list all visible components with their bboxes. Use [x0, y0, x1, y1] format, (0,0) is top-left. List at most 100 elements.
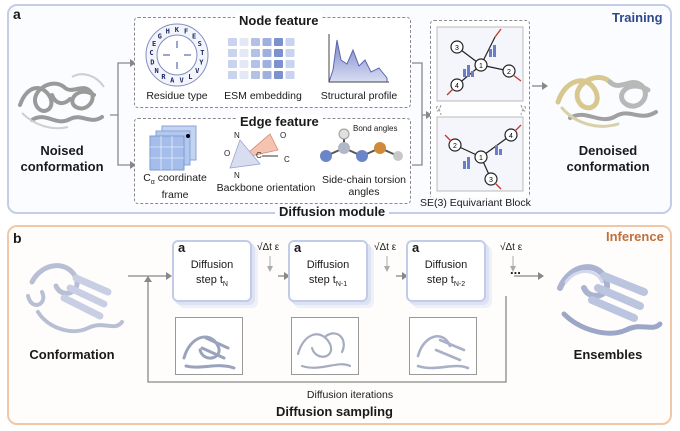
- residue-letter: C: [149, 49, 153, 57]
- embedding-cell: [251, 49, 260, 57]
- residue-letter: K: [175, 26, 180, 34]
- diffusion-module-label: Diffusion module: [275, 204, 390, 219]
- node-item-esm-embedding: ESM embedding: [224, 90, 302, 102]
- noise-arrows: [267, 256, 516, 272]
- training-title: Training: [612, 10, 663, 25]
- embedding-cell: [285, 60, 295, 68]
- residue-letter: T: [200, 49, 204, 57]
- svg-text:1: 1: [479, 155, 483, 162]
- ellipsis: ...: [510, 262, 521, 277]
- residue-letter: F: [184, 28, 188, 36]
- node-feature-title: Node feature: [235, 13, 323, 28]
- noise-label-1: √Δt ε: [257, 242, 280, 253]
- svg-text:1: 1: [479, 63, 483, 70]
- embedding-cell: [285, 38, 295, 46]
- step-n-tag: a: [178, 240, 186, 255]
- residue-letter: A: [170, 77, 175, 85]
- svg-text:C: C: [256, 151, 262, 160]
- embedding-cell: [285, 71, 295, 79]
- embedding-cell: [262, 71, 272, 79]
- thumbnail-step-n-2: [409, 317, 477, 375]
- ensembles-label: Ensembles: [573, 347, 643, 362]
- embedding-cell: [239, 60, 249, 68]
- embedding-cell: [251, 38, 260, 46]
- svg-text:O: O: [224, 149, 230, 158]
- input-split-arrows: [110, 59, 136, 169]
- feature-merge-arrows: [412, 62, 432, 166]
- embedding-cell: [239, 49, 249, 57]
- step-n-2-tag: a: [412, 240, 420, 255]
- residue-letter: V: [180, 77, 185, 85]
- embedding-cell: [274, 60, 283, 68]
- residue-letter: E: [152, 40, 156, 48]
- ensembles-protein-image: [557, 264, 663, 336]
- svg-text:4: 4: [509, 133, 513, 140]
- embedding-cell: [228, 60, 237, 68]
- embedding-cell: [285, 49, 295, 57]
- svg-text:4: 4: [455, 83, 459, 90]
- diffusion-iterations-label: Diffusion iterations: [306, 389, 394, 401]
- embedding-cell: [262, 38, 272, 46]
- noise-label-3: √Δt ε: [500, 242, 523, 253]
- residue-letter: L: [188, 73, 192, 81]
- thumbnail-step-n: [175, 317, 243, 375]
- residue-letter: S: [198, 40, 202, 48]
- structural-profile-icon: [328, 34, 389, 83]
- diffusion-step-n: [172, 240, 252, 302]
- residue-letter: E: [192, 33, 196, 41]
- conformation-label: Conformation: [29, 347, 115, 362]
- embedding-cell: [228, 49, 237, 57]
- embedding-cell: [262, 49, 272, 57]
- panel-b-label: b: [13, 230, 22, 246]
- panel-a-label: a: [13, 6, 21, 22]
- residue-letter: G: [158, 33, 162, 41]
- residue-letter: V: [195, 67, 200, 75]
- sidechain-torsion-icon: [320, 128, 403, 162]
- sampling-flow-arrows: [128, 272, 544, 383]
- noise-label-2: √Δt ε: [374, 242, 397, 253]
- coordinate-frame-icon: [149, 125, 197, 171]
- input-protein-image: [26, 263, 124, 334]
- svg-text:O: O: [280, 131, 286, 140]
- embedding-cell: [274, 71, 283, 79]
- embedding-cell: [251, 60, 260, 68]
- residue-letter: Y: [199, 59, 204, 67]
- inference-title: Inference: [606, 229, 664, 244]
- embedding-cell: [228, 38, 237, 46]
- output-arrow: [532, 82, 548, 90]
- embedding-cell: [262, 60, 272, 68]
- edge-feature-title: Edge feature: [236, 114, 323, 129]
- edge-item-backbone-orientation: Backbone orientation: [216, 182, 316, 194]
- diffusion-step-n-2: [406, 240, 486, 302]
- svg-text:2: 2: [453, 143, 457, 150]
- svg-text:C: C: [284, 155, 290, 164]
- se3-block-label: SE(3) Equivariant Block: [418, 197, 533, 209]
- step-n-1-tag: a: [294, 240, 302, 255]
- node-item-residue-type: Residue type: [146, 90, 208, 102]
- svg-text:2: 2: [507, 69, 511, 76]
- denoised-protein-image: [555, 75, 658, 128]
- diffusion-step-n-1: [288, 240, 368, 302]
- thumbnail-step-n-1: [291, 317, 359, 375]
- edge-item-coordinate-frame: Cα coordinate frame: [143, 172, 207, 202]
- embedding-cell: [251, 71, 260, 79]
- embedding-cell: [228, 71, 237, 79]
- embedding-cell: [239, 38, 249, 46]
- svg-text:3: 3: [489, 177, 493, 184]
- embedding-cell: [274, 38, 283, 46]
- svg-text:N: N: [234, 131, 240, 140]
- diffusion-sampling-label: Diffusion sampling: [272, 404, 397, 419]
- embedding-cell: [274, 49, 283, 57]
- esm-embedding-icon: [228, 38, 295, 79]
- residue-letter: R: [161, 73, 166, 81]
- residue-letter: D: [150, 59, 154, 67]
- noised-protein-image: [18, 73, 105, 130]
